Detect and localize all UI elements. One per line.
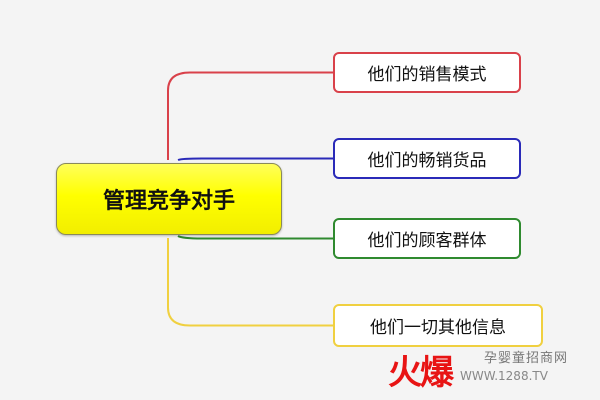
connector-line-1 [167,71,333,160]
branch-node-3: 他们的顾客群体 [333,218,521,259]
watermark-logo: 火爆 [388,353,454,393]
connector-line-2 [177,157,333,161]
central-topic-node: 管理竞争对手 [56,163,282,235]
watermark: 火爆 孕婴童招商网 WWW.1288.TV [388,345,596,395]
branch-node-1: 他们的销售模式 [333,52,521,93]
connector-line-4 [167,238,333,327]
watermark-title: 孕婴童招商网 [484,351,569,366]
branch-node-2: 他们的畅销货品 [333,138,521,179]
connector-line-3 [177,235,333,240]
branch-node-4: 他们一切其他信息 [333,304,543,347]
watermark-url: WWW.1288.TV [460,369,548,383]
